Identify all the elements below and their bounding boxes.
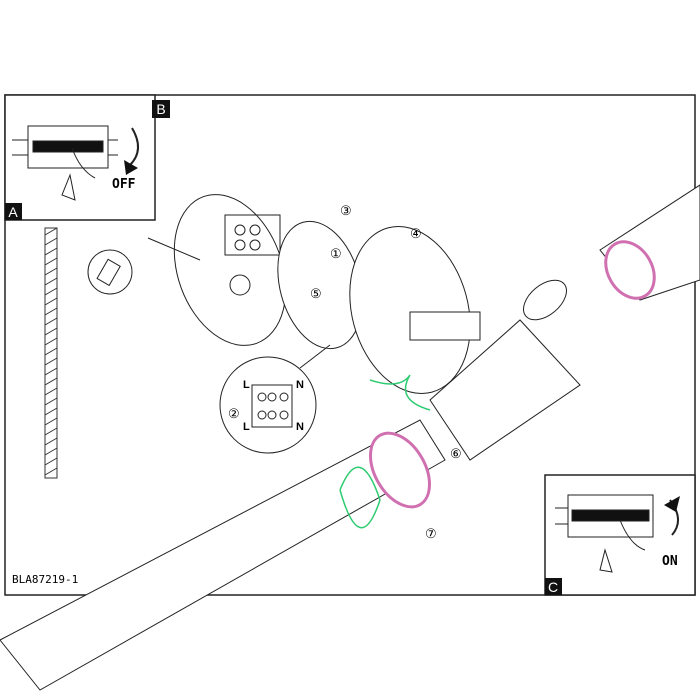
neutral-label-top: N	[296, 379, 304, 391]
diagram-frame	[4, 94, 696, 596]
live-label-top: L	[243, 379, 250, 391]
panel-switch-on: C ON	[544, 474, 696, 596]
cover-plate	[349, 226, 471, 394]
panel-label-c: C	[548, 579, 558, 595]
step-4: ④	[410, 226, 422, 241]
breaker-icon	[555, 494, 654, 573]
breaker-icon	[12, 125, 118, 201]
wall-plug-detail-icon	[87, 249, 133, 295]
model-code: BLA87219-1	[12, 573, 78, 586]
neutral-label-bottom: N	[296, 421, 304, 433]
step-5: ⑤	[310, 286, 322, 301]
step-7: ⑦	[425, 526, 437, 541]
live-label-bottom: L	[243, 421, 250, 433]
off-label: OFF	[112, 177, 136, 192]
wire-green	[369, 374, 431, 411]
on-label: ON	[662, 554, 678, 569]
panel-switch-off: B A OFF	[4, 94, 170, 221]
panel-label-b: B	[156, 101, 165, 117]
mounting-box	[147, 194, 287, 346]
bulb-icon	[339, 466, 381, 529]
step-1: ①	[330, 246, 342, 261]
step-2: ②	[228, 406, 240, 421]
step-6: ⑥	[450, 446, 462, 461]
step-3: ③	[340, 203, 352, 218]
lamp-body	[0, 184, 700, 691]
wiring-detail	[219, 344, 331, 454]
arrow-down-icon	[129, 127, 139, 166]
wall-icon	[44, 227, 58, 479]
panel-label-a: A	[8, 204, 18, 220]
